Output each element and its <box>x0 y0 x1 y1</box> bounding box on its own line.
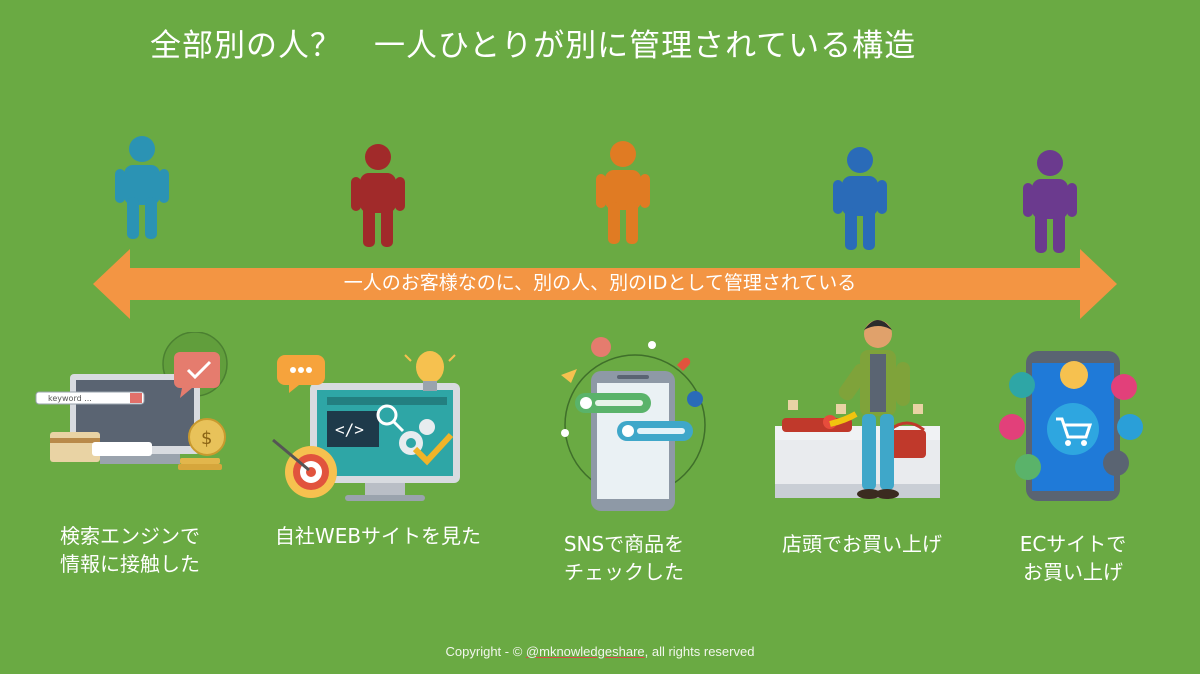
copyright: Copyright - © @mknowledgeshare, all righ… <box>300 644 900 659</box>
svg-text:</>: </> <box>335 420 364 439</box>
caption-store: 店頭でお買い上げ <box>782 532 942 556</box>
copyright-handle[interactable]: @mknowledgeshare <box>525 644 645 659</box>
copyright-prefix: Copyright - © <box>445 644 526 659</box>
person-figure <box>115 136 169 239</box>
website-illustration: </> <box>272 351 460 501</box>
caption-search-engine: 検索エンジンで 情報に接触した <box>60 524 200 576</box>
person-icon-2 <box>351 144 405 247</box>
arrow-label: 一人のお客様なのに、別の人、別のIDとして管理されている <box>343 272 857 294</box>
ec-smartphone-illustration <box>999 351 1143 501</box>
slide-title: 全部別の人？ 一人ひとりが別に管理されている構造 <box>150 28 917 64</box>
caption-website: 自社WEBサイトを見た <box>274 524 482 548</box>
store-shopper-illustration <box>775 320 940 499</box>
search-engine-illustration: keyword ... $ <box>35 332 228 470</box>
search-placeholder: keyword ... <box>48 394 92 403</box>
person-icon-4 <box>833 147 887 250</box>
caption-ec: ECサイトで お買い上げ <box>1019 532 1127 584</box>
person-icon-3 <box>596 141 650 244</box>
copyright-suffix: , all rights reserved <box>644 644 755 659</box>
person-icon-5 <box>1023 150 1077 253</box>
svg-text:$: $ <box>201 428 212 449</box>
person-icon-1 <box>115 136 169 239</box>
caption-sns: SNSで商品を チェックした <box>563 532 685 584</box>
sns-smartphone-illustration <box>561 337 706 511</box>
